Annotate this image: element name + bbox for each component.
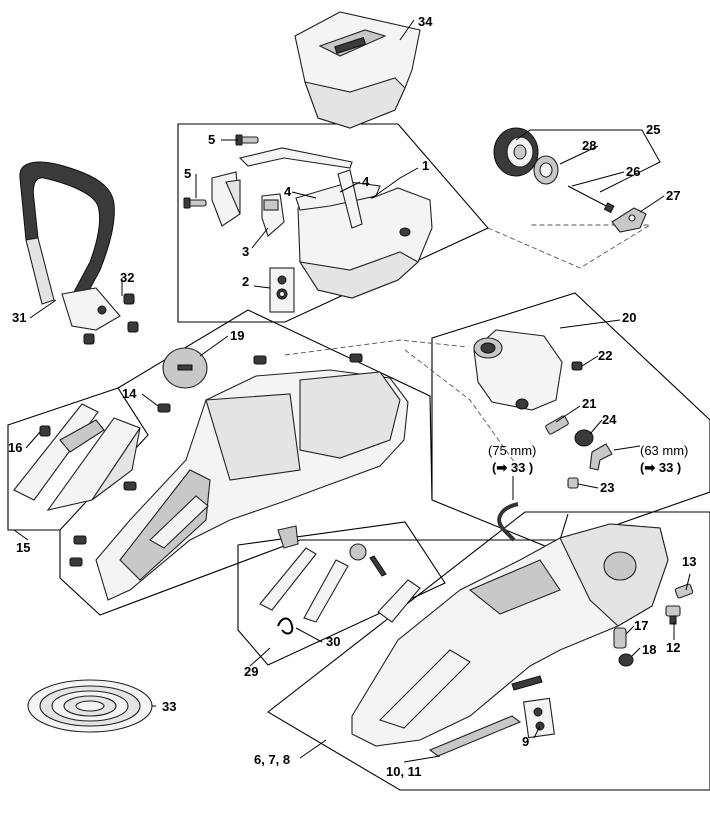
frame-group-29 — [237, 521, 446, 666]
frame-group-6-7-8 — [267, 511, 710, 791]
label-2 — [269, 267, 295, 313]
callout-17: 17 — [634, 618, 648, 633]
frame-group-20 — [431, 292, 710, 549]
handle-bar-31 — [19, 161, 121, 331]
callout-12: 12 — [666, 640, 680, 655]
callout-9: 9 — [522, 734, 529, 749]
strip-10-11 — [428, 715, 522, 757]
button-3 — [261, 193, 285, 237]
frame-housing-outline — [59, 513, 569, 616]
callout-15: 15 — [16, 540, 30, 555]
nut-25 — [493, 127, 539, 177]
strip-4b — [337, 169, 363, 229]
shroud-cover-34 — [294, 11, 421, 129]
callout-32: 32 — [120, 270, 134, 285]
screw-32 — [83, 293, 139, 345]
hose-75mm — [497, 502, 519, 542]
rail-15 — [13, 403, 141, 511]
callout-1: 1 — [422, 158, 429, 173]
callout-20: 20 — [622, 310, 636, 325]
callout-25: 25 — [646, 122, 660, 137]
screw-26 — [567, 185, 615, 214]
bolt-13 — [674, 583, 694, 599]
callout-22: 22 — [598, 348, 612, 363]
screws-14 — [69, 353, 363, 567]
callout-29: 29 — [244, 664, 258, 679]
callout-30: 30 — [326, 634, 340, 649]
screw-23 — [567, 477, 579, 489]
cover-1 — [297, 185, 433, 299]
dash-cover-link — [487, 224, 652, 269]
callout-5b: 5 — [184, 166, 191, 181]
diaphragm-19 — [162, 347, 208, 389]
callout-28: 28 — [582, 138, 596, 153]
callout-13: 13 — [682, 554, 696, 569]
filter-housing-20 — [473, 329, 563, 411]
cap-24 — [574, 429, 594, 447]
hose-63-ref-note: (➡ 33 ) — [640, 460, 681, 475]
bolt-12 — [665, 605, 681, 625]
callout-19: 19 — [230, 328, 244, 343]
callout-6-7-8: 6, 7, 8 — [254, 752, 290, 767]
screw-5b — [183, 197, 207, 209]
hose-75-size-note: (75 mm) — [488, 443, 536, 458]
callout-18: 18 — [642, 642, 656, 657]
hose-coil-33 — [27, 679, 153, 733]
callout-14: 14 — [122, 386, 137, 401]
dash-filter-link — [284, 339, 469, 356]
screw-5a — [235, 134, 259, 146]
callout-21: 21 — [582, 396, 596, 411]
hose-75-ref-note: (➡ 33 ) — [492, 460, 533, 475]
washer-28 — [533, 155, 559, 185]
callout-27: 27 — [666, 188, 680, 203]
sleeve-17 — [613, 627, 627, 649]
callout-31: 31 — [12, 310, 26, 325]
fitting-21 — [545, 415, 569, 435]
elbow-fitting — [589, 443, 613, 471]
leader-lines — [13, 19, 691, 763]
callout-33: 33 — [162, 699, 176, 714]
sticker-9 — [523, 697, 555, 739]
hose-63-size-note: (63 mm) — [640, 443, 688, 458]
callout-5a: 5 — [208, 132, 215, 147]
callout-4a: 4 — [284, 184, 292, 199]
spring-30 — [277, 617, 294, 635]
callout-34: 34 — [418, 14, 433, 29]
callout-2: 2 — [242, 274, 249, 289]
callout-10-11: 10, 11 — [386, 764, 421, 779]
housing-main — [95, 369, 409, 601]
trigger-group-29 — [259, 525, 421, 623]
callout-16: 16 — [8, 440, 22, 455]
callout-3: 3 — [242, 244, 249, 259]
dash-housing-link — [404, 349, 521, 471]
screw-16 — [39, 425, 51, 437]
callout-labels: 34 1 4 4 5 5 3 2 25 28 26 27 32 31 19 14… — [8, 14, 696, 779]
housing-6-7-8 — [351, 523, 669, 747]
washer-27 — [611, 207, 647, 233]
plug-18 — [618, 653, 634, 667]
callout-23: 23 — [600, 480, 614, 495]
callout-4b: 4 — [362, 174, 370, 189]
screw-22 — [571, 361, 583, 371]
callout-24: 24 — [602, 412, 617, 427]
callout-26: 26 — [626, 164, 640, 179]
bracket-5 — [211, 147, 353, 227]
